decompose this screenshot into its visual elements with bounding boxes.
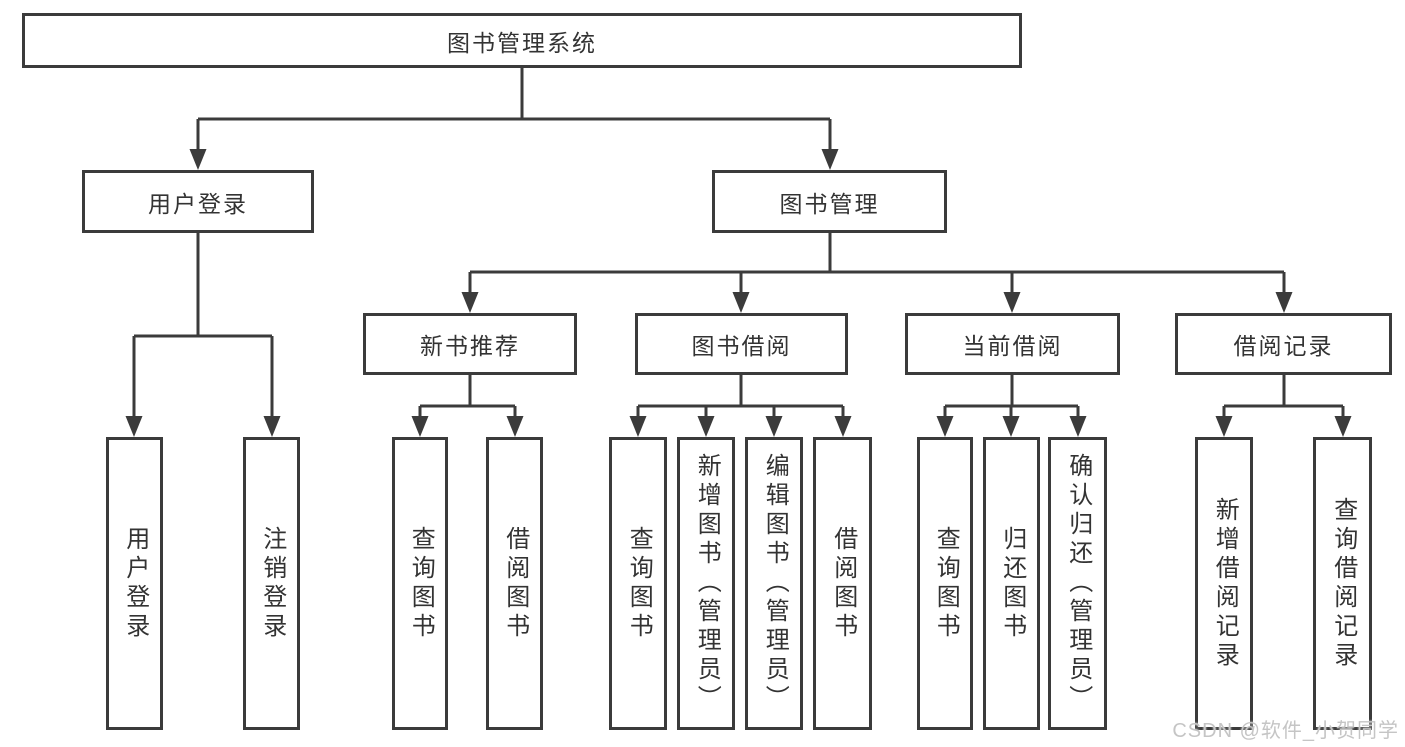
leaf-logout: 注销登录 [243,437,300,730]
connector-root-to-level2 [196,68,832,151]
watermark: CSDN @软件_小贺同学 [1172,720,1399,742]
node-borrowing-records: 借阅记录 [1175,313,1392,375]
connector-book-management-children [468,233,1286,294]
node-book-borrowing: 图书借阅 [635,313,848,375]
connector-current-borrowing-children [943,375,1080,419]
leaf-query-books-current: 查询图书 [917,437,973,730]
leaf-add-borrow-record: 新增借阅记录 [1195,437,1253,730]
connector-book-borrowing-children [636,375,845,419]
leaf-confirm-return-admin: 确认归还（管理员） [1048,437,1107,730]
node-new-book-recommendation: 新书推荐 [363,313,577,375]
connector-new-book-recommendation-children [418,375,517,419]
node-book-management: 图书管理 [712,170,947,233]
leaf-user-login: 用户登录 [106,437,163,730]
node-current-borrowing: 当前借阅 [905,313,1120,375]
leaf-borrow-books-recommend: 借阅图书 [486,437,543,730]
leaf-borrow-books-borrowing: 借阅图书 [813,437,872,730]
leaf-query-borrow-record: 查询借阅记录 [1313,437,1372,730]
leaf-query-books-recommend: 查询图书 [392,437,448,730]
connector-borrowing-records-children [1222,375,1345,419]
connector-user-login-children [132,233,274,418]
leaf-query-books-borrowing: 查询图书 [609,437,667,730]
leaf-return-books: 归还图书 [983,437,1040,730]
leaf-edit-book-admin: 编辑图书（管理员） [745,437,803,730]
node-library-management-system: 图书管理系统 [22,13,1022,68]
node-user-login: 用户登录 [82,170,314,233]
leaf-add-book-admin: 新增图书（管理员） [677,437,735,730]
